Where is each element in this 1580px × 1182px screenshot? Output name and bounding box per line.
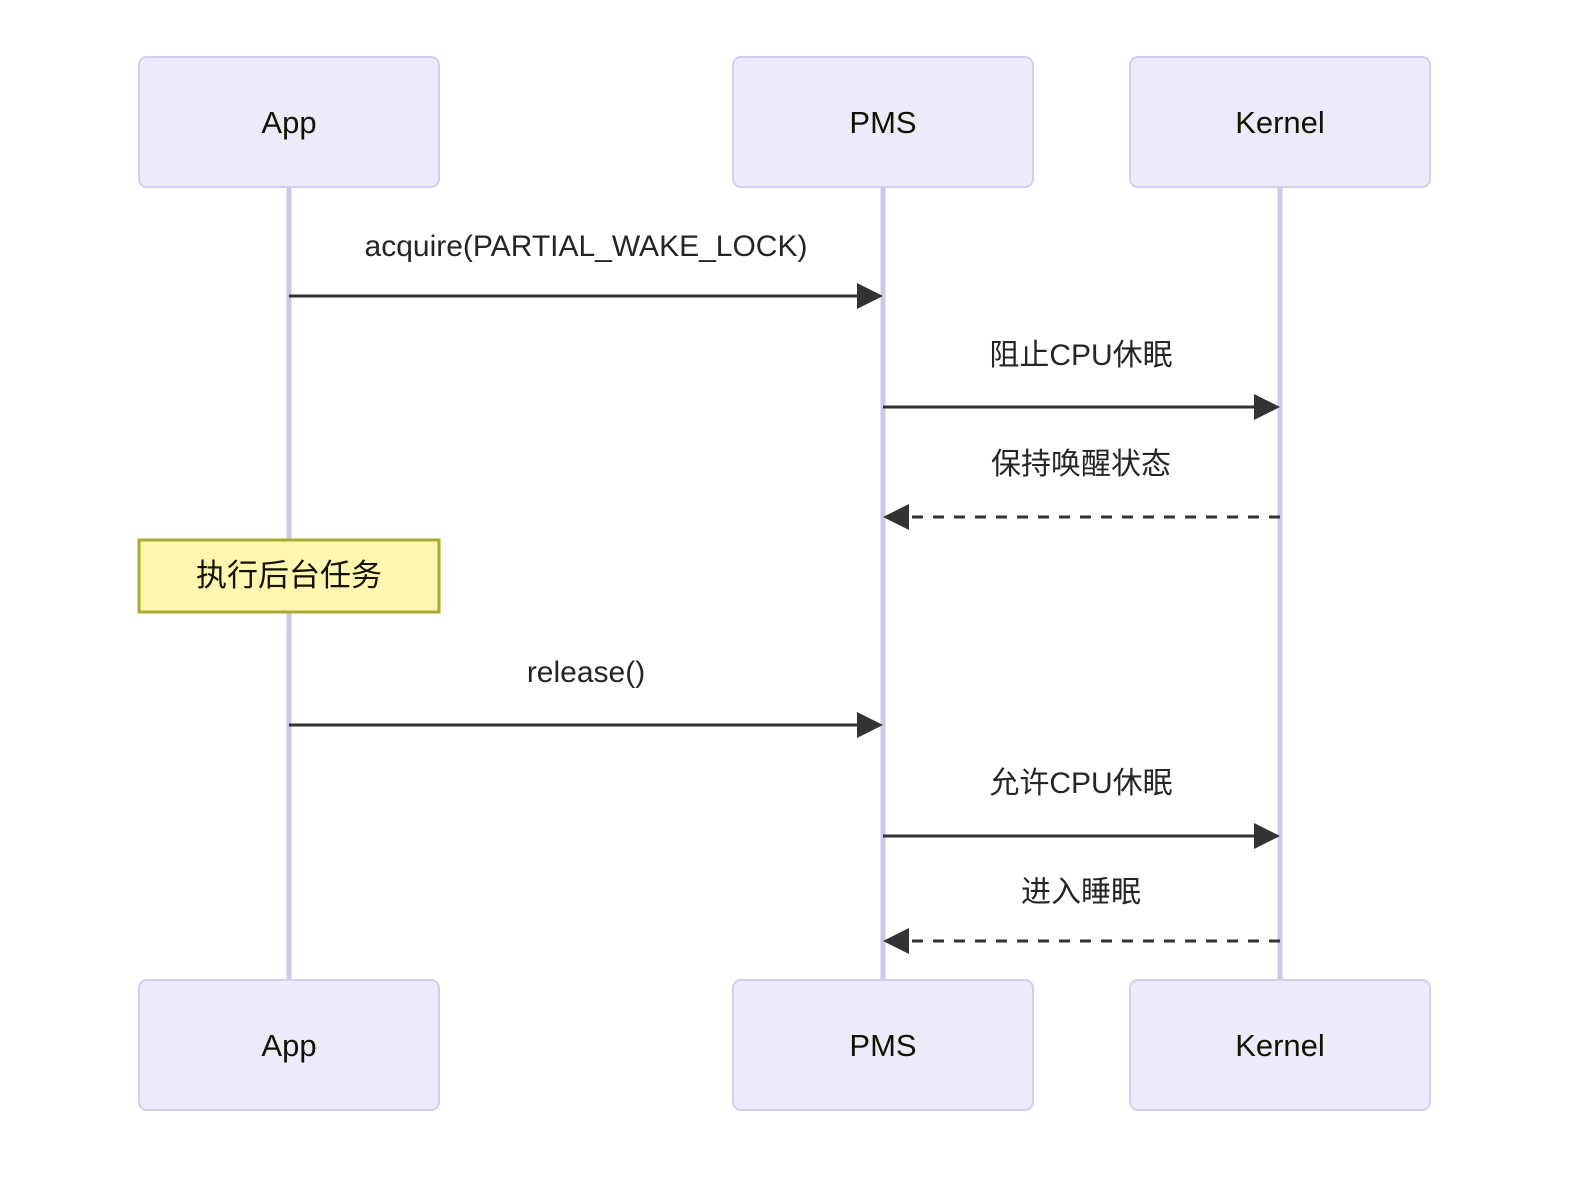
message-enter-sleep[interactable]: 进入睡眠: [883, 876, 1280, 954]
message-keep-awake-state[interactable]: 保持唤醒状态: [883, 448, 1280, 530]
message-label: 保持唤醒状态: [991, 448, 1171, 481]
actor-box-rect: [138, 979, 440, 1111]
note-rect: [137, 538, 441, 614]
message-acquire-partial-wake-lock[interactable]: acquire(PARTIAL_WAKE_LOCK): [289, 230, 883, 309]
arrowhead-right: [857, 283, 883, 309]
message-label: release(): [527, 656, 645, 689]
actor-label-pms-bottom: PMS: [849, 1028, 916, 1063]
actor-box-app-top[interactable]: App: [138, 56, 440, 188]
actor-label-kernel-bottom: Kernel: [1235, 1028, 1325, 1063]
message-release[interactable]: release(): [289, 656, 883, 738]
actor-box-rect: [1129, 56, 1431, 188]
actor-box-kernel-bottom[interactable]: Kernel: [1129, 979, 1431, 1111]
message-block-cpu-sleep[interactable]: 阻止CPU休眠: [883, 339, 1280, 420]
actor-label-app-top: App: [261, 105, 316, 140]
actor-box-kernel-top[interactable]: Kernel: [1129, 56, 1431, 188]
actor-label-pms-top: PMS: [849, 105, 916, 140]
note-label: 执行后台任务: [196, 558, 382, 593]
actor-box-pms-top[interactable]: PMS: [732, 56, 1034, 188]
actor-box-pms-bottom[interactable]: PMS: [732, 979, 1034, 1111]
arrowhead-left: [883, 928, 909, 954]
note-execute-background-task[interactable]: 执行后台任务: [137, 538, 441, 614]
actor-label-app-bottom: App: [261, 1028, 316, 1063]
arrowhead-right: [1254, 823, 1280, 849]
message-label: acquire(PARTIAL_WAKE_LOCK): [365, 230, 808, 263]
message-allow-cpu-sleep[interactable]: 允许CPU休眠: [883, 767, 1280, 849]
actor-box-rect: [732, 56, 1034, 188]
actor-box-app-bottom[interactable]: App: [138, 979, 440, 1111]
message-label: 进入睡眠: [1021, 876, 1141, 909]
actor-box-rect: [732, 979, 1034, 1111]
message-label: 允许CPU休眠: [989, 767, 1172, 800]
actor-box-rect: [138, 56, 440, 188]
arrowhead-right: [1254, 394, 1280, 420]
actor-label-kernel-top: Kernel: [1235, 105, 1325, 140]
arrowhead-left: [883, 504, 909, 530]
message-label: 阻止CPU休眠: [989, 339, 1172, 372]
arrowhead-right: [857, 712, 883, 738]
actor-box-rect: [1129, 979, 1431, 1111]
